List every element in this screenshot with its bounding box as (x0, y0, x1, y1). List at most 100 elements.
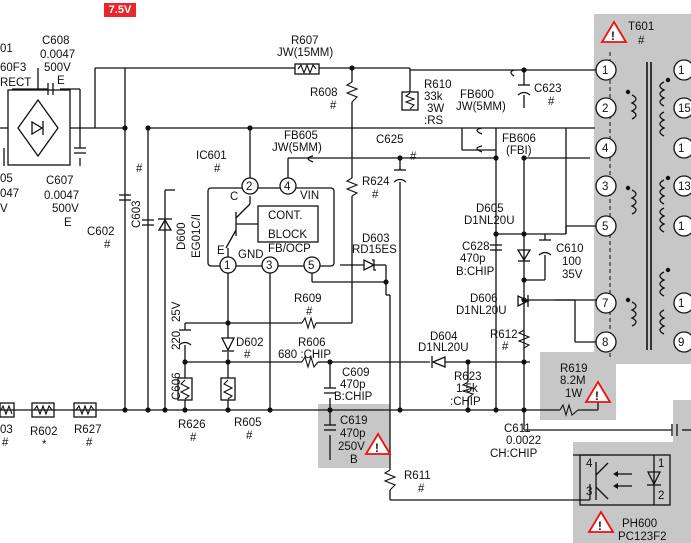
t601-rpin-f: 1 (678, 298, 684, 310)
right-edge-shade (673, 400, 691, 445)
c625-hash: # (410, 151, 417, 163)
r626-name: R626 (178, 419, 206, 431)
r619-watt: 1W (565, 388, 582, 400)
c603-hash: # (136, 163, 143, 175)
voltage-badge: 7.5V (104, 3, 136, 17)
r606-value: 680 :CHIP (278, 349, 331, 361)
r627-name: R627 (74, 424, 102, 436)
c608-voltage: 500V (44, 62, 71, 74)
t601-pin-1: 1 (602, 65, 608, 77)
c625-name: C625 (376, 134, 404, 146)
t601-rpin-e: 1 (678, 221, 684, 233)
t601-name: T601 (628, 21, 654, 33)
c602-hash: # (104, 239, 111, 251)
r612-hash: # (502, 341, 509, 353)
r619-value: 8.2M (560, 375, 586, 387)
t601-pin-5: 5 (602, 221, 608, 233)
t601-pin-4: 4 (602, 143, 609, 155)
ph600-name: PH600 (622, 518, 657, 530)
c611-name: C611 (504, 423, 531, 435)
fb605-value: JW(5MM) (272, 142, 322, 154)
d605-name: D605 (476, 203, 504, 215)
ic-pin-3: 3 (266, 260, 272, 272)
r609-name: R609 (294, 293, 322, 305)
d606-value: D1NL20U (456, 305, 507, 317)
warning-icon: ! (587, 510, 615, 533)
c610-value: 100 (562, 256, 581, 268)
ic-pin-GND: GND (238, 249, 264, 261)
svg-text:!: ! (595, 391, 599, 403)
c610-voltage: 35V (562, 269, 583, 281)
r626-hash: # (190, 432, 197, 444)
ph-pin-4: 4 (586, 458, 593, 470)
d602-name: D602 (236, 337, 264, 349)
ph600-value: PC123F2 (618, 531, 667, 543)
r611-hash: # (418, 483, 425, 495)
labels: 01 60F3 RECT 05 047 V C608 0.0047 500V E… (0, 21, 691, 543)
r608-name: R608 (310, 87, 338, 99)
c611-value: 0.0022 (506, 435, 541, 447)
t601-rpin-b: 15 (678, 103, 691, 115)
r627-hash: # (86, 437, 93, 449)
c619-name: C619 (340, 415, 368, 427)
r612-name: R612 (490, 329, 518, 341)
r623-name: R623 (454, 371, 482, 383)
t601-pin-3: 3 (602, 181, 608, 193)
svg-text:!: ! (611, 31, 615, 43)
fb605-name: FB605 (284, 130, 318, 142)
r609-hash: # (306, 306, 313, 318)
d604-value: D1NL20U (418, 342, 469, 354)
ic-pin-C: C (230, 191, 238, 203)
r602-name: R602 (30, 426, 58, 438)
r623-type: :CHIP (450, 396, 481, 408)
c619-type: B (350, 454, 358, 466)
r623-value: 1.5k (456, 383, 478, 395)
ic-pin-E: E (217, 245, 225, 257)
c610-name: C610 (556, 243, 584, 255)
r603-hash: # (2, 437, 9, 449)
r603-name: 03 (0, 424, 13, 436)
ic-pin-5: 5 (308, 260, 314, 272)
ph600-optocoupler (579, 454, 671, 506)
r608-hash: # (330, 100, 337, 112)
r610-value: 33k (424, 91, 443, 103)
c609-type: B:CHIP (334, 391, 373, 403)
svg-text:!: ! (375, 443, 379, 455)
c619-voltage: 250V (338, 441, 365, 453)
r605-hash: # (246, 430, 253, 442)
t601-rpin-d: 13 (678, 181, 691, 193)
t601-rpin-c: 1 (678, 143, 684, 155)
label-01: 01 (0, 43, 13, 55)
t601-pin-circles (595, 59, 691, 353)
ic-block: BLOCK (268, 229, 307, 241)
c609-value: 470p (340, 379, 366, 391)
t601-transformer (609, 52, 671, 360)
r605-name: R605 (234, 417, 262, 429)
r619-shade (540, 352, 616, 420)
ic-pin-1: 1 (224, 260, 230, 272)
r624-hash: # (372, 189, 379, 201)
c607-value: 0.0047 (44, 190, 79, 202)
t601-pin-8: 8 (602, 337, 608, 349)
ic601-name: IC601 (196, 150, 227, 162)
c609-name: C609 (342, 367, 370, 379)
label-RECT: RECT (0, 77, 31, 89)
c607-name: C607 (46, 175, 74, 187)
c608-type: E (57, 75, 65, 87)
fb600-name: FB600 (460, 89, 494, 101)
svg-text:!: ! (598, 521, 602, 533)
c623-hash: # (548, 96, 555, 108)
c606-voltage: 25V (171, 301, 183, 322)
warning-icon: ! (584, 380, 612, 403)
d605-value: D1NL20U (464, 215, 515, 227)
c608-name: C608 (42, 35, 70, 47)
warning-icon: ! (600, 20, 628, 43)
c628-type: B:CHIP (456, 266, 495, 278)
r619-name: R619 (560, 363, 588, 375)
ph-pin-1: 1 (658, 458, 664, 470)
c619-value: 470p (340, 428, 366, 440)
r610-watt: 3W (427, 103, 444, 115)
d602-hash: # (244, 349, 251, 361)
r607-value: JW(15MM) (277, 47, 333, 59)
